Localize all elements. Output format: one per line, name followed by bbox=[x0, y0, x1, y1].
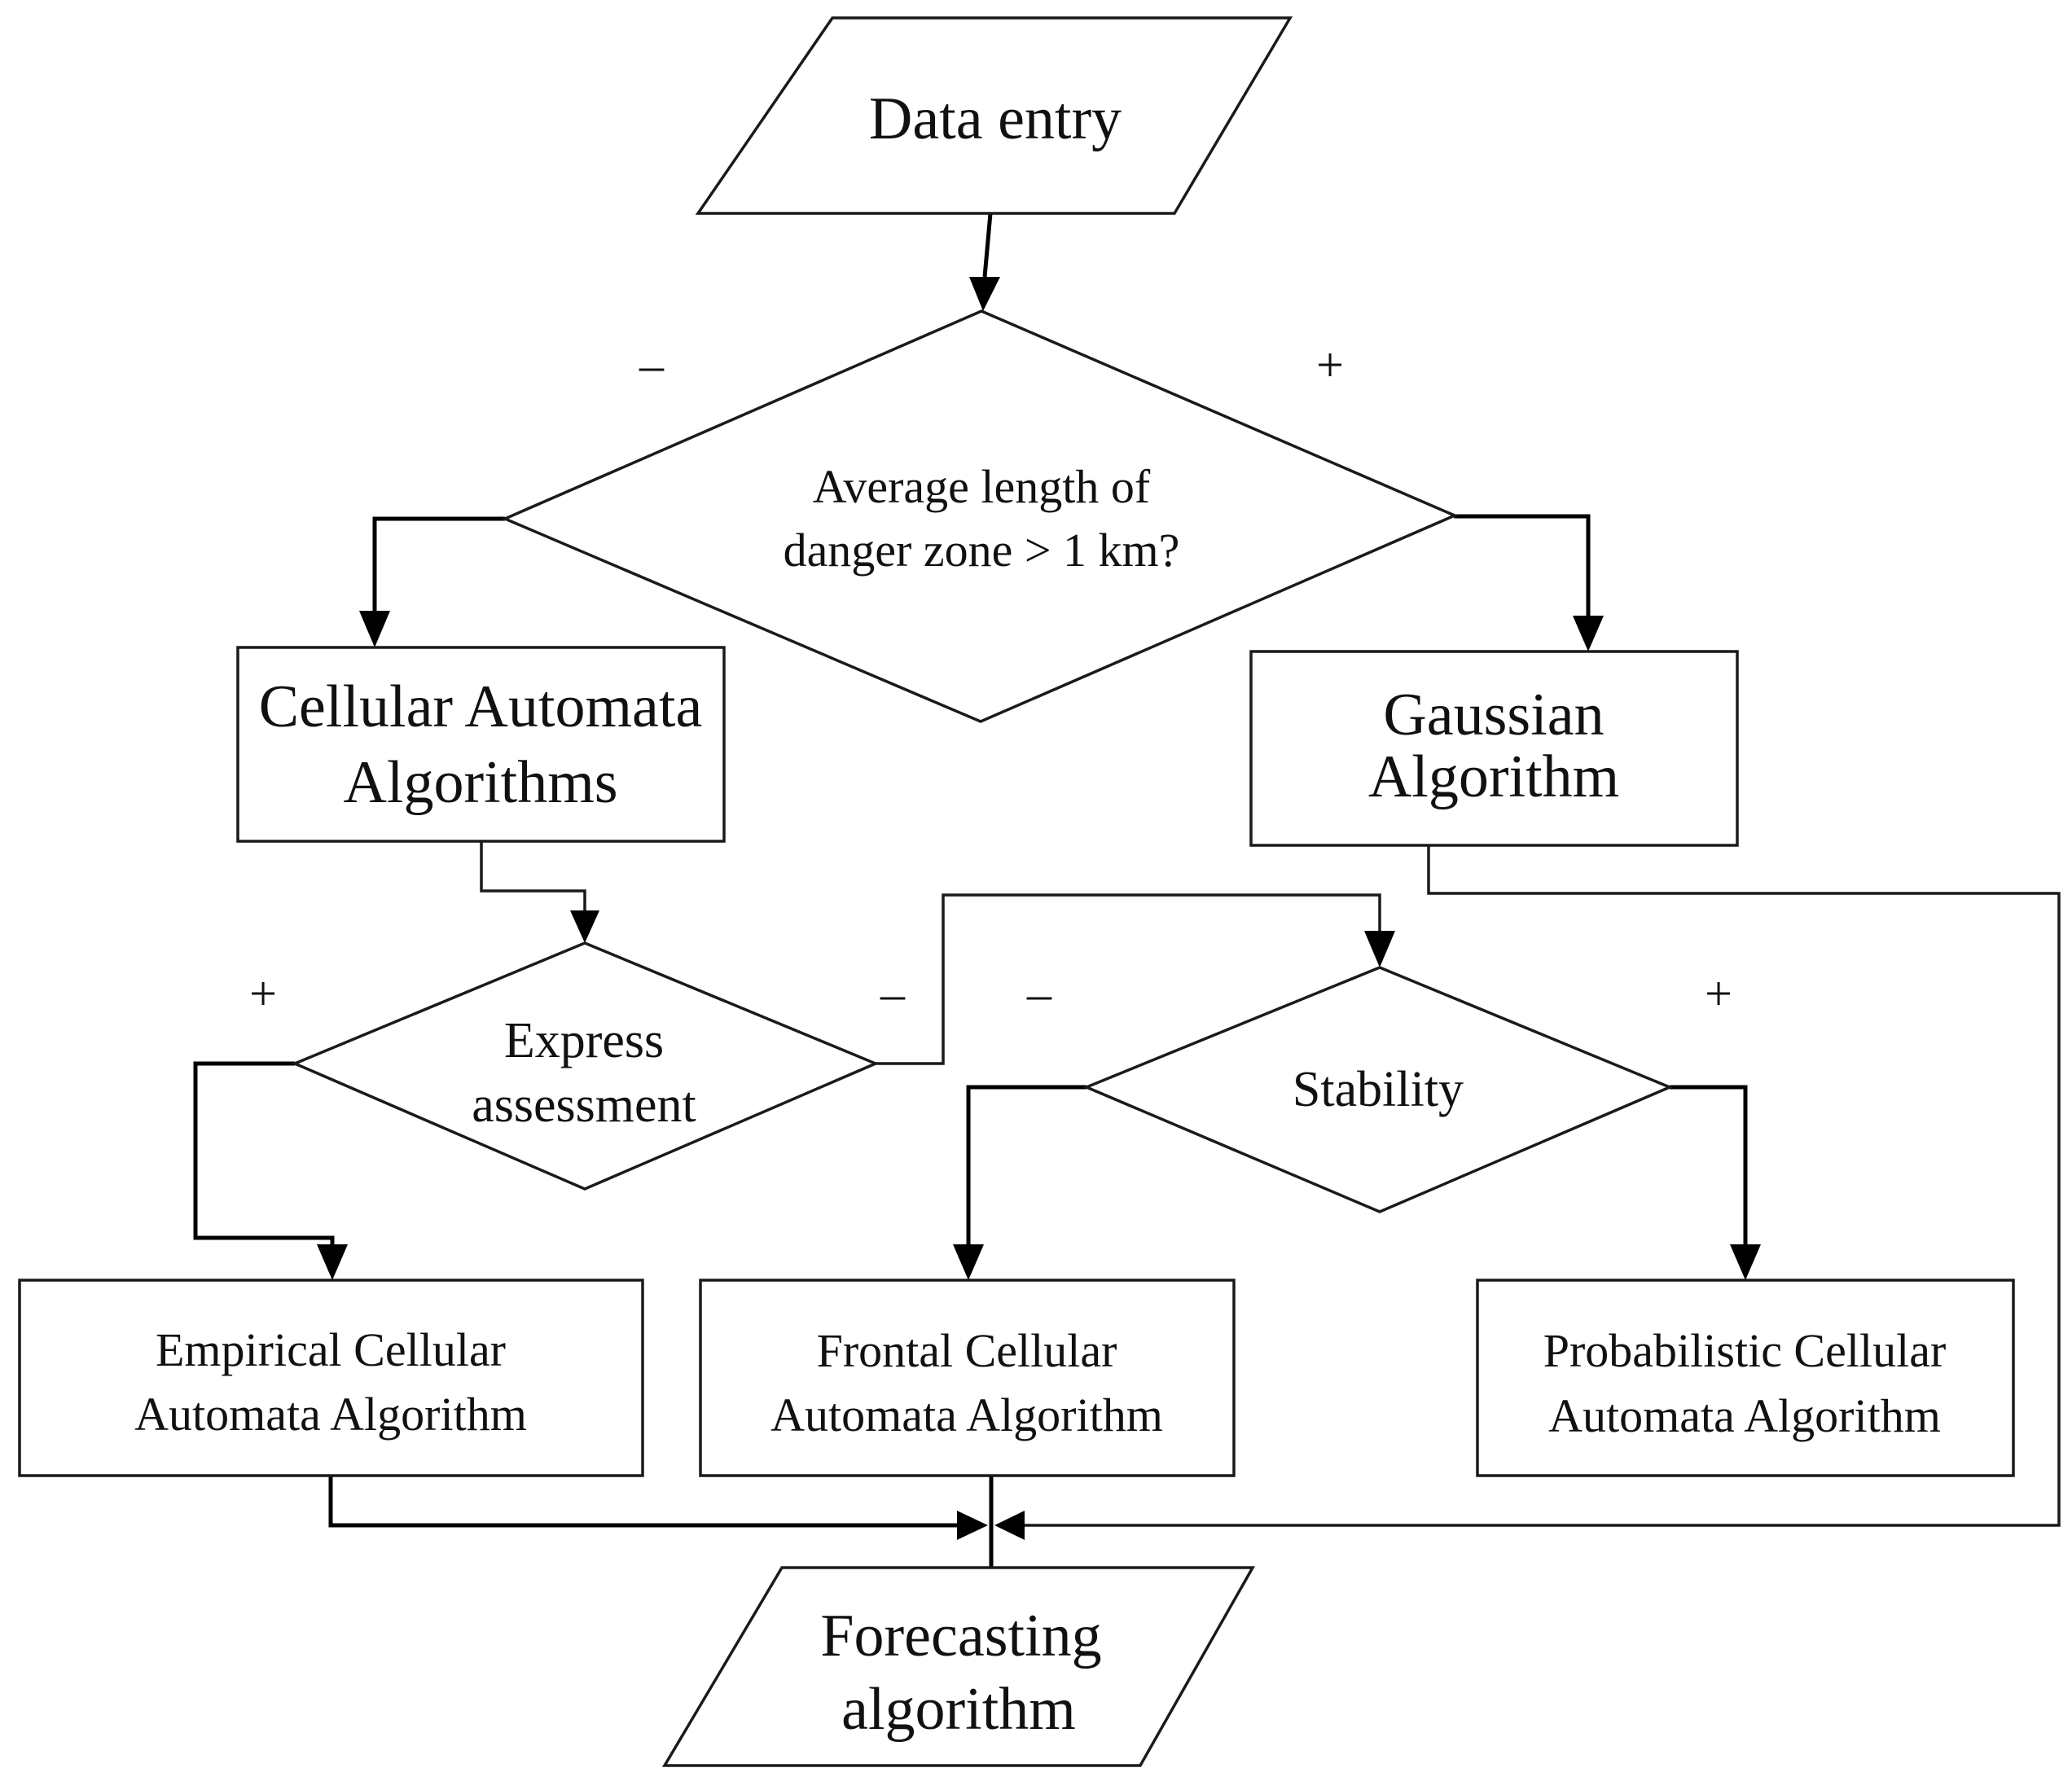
forecasting-line2: algorithm bbox=[841, 1676, 1076, 1743]
express-assessment-line1: Express bbox=[504, 1013, 664, 1068]
arrowhead-merge-right bbox=[994, 1511, 1025, 1540]
node-data-entry: Data entry bbox=[695, 16, 1293, 215]
data-entry-label: Data entry bbox=[869, 86, 1122, 152]
stability-label: Stability bbox=[1293, 1062, 1464, 1117]
node-forecasting: Forecasting algorithm bbox=[661, 1566, 1256, 1767]
edge-decision-yes-to-gaussian bbox=[1454, 514, 1591, 616]
empirical-line2: Automata Algorithm bbox=[134, 1388, 527, 1441]
edge-dataentry-to-decision bbox=[982, 213, 993, 278]
edge-decision-no-to-cellular bbox=[372, 516, 505, 611]
arrowhead-probabilistic bbox=[1730, 1244, 1761, 1280]
arrowhead-frontal bbox=[953, 1244, 984, 1280]
arrowhead-empirical bbox=[317, 1244, 348, 1280]
node-gaussian: Gaussian Algorithm bbox=[1249, 650, 1739, 847]
edge-gaussian-to-forecasting bbox=[1022, 845, 2061, 1527]
node-probabilistic: Probabilistic Cellular Automata Algorith… bbox=[1476, 1279, 2015, 1477]
frontal-line2: Automata Algorithm bbox=[770, 1388, 1163, 1441]
arrowhead-merge-left bbox=[957, 1511, 988, 1540]
node-express-assessment: Express assessment bbox=[291, 941, 880, 1191]
edge-empirical-to-forecasting bbox=[328, 1476, 957, 1528]
sign-stability-no: – bbox=[1026, 967, 1052, 1020]
arrowhead-stability bbox=[1364, 931, 1395, 967]
express-assessment-line2: assessment bbox=[472, 1077, 696, 1133]
arrowhead-gaussian bbox=[1573, 616, 1604, 651]
cellular-automata-line2: Algorithms bbox=[343, 749, 617, 816]
edge-stability-no-to-frontal bbox=[966, 1085, 1086, 1246]
sign-length-no: – bbox=[639, 338, 665, 392]
node-empirical: Empirical Cellular Automata Algorithm bbox=[18, 1279, 644, 1477]
sign-length-yes: + bbox=[1316, 338, 1344, 392]
edge-express-yes-to-empirical bbox=[193, 1061, 335, 1246]
length-decision-line2: danger zone > 1 km? bbox=[784, 524, 1180, 577]
connectors bbox=[193, 213, 2061, 1568]
arrowhead-cellular bbox=[359, 611, 390, 647]
sign-express-yes: + bbox=[249, 967, 277, 1020]
edge-express-no-to-stability bbox=[875, 893, 1381, 1065]
frontal-line1: Frontal Cellular bbox=[817, 1324, 1117, 1377]
gaussian-line2: Algorithm bbox=[1368, 744, 1619, 810]
sign-stability-yes: + bbox=[1705, 967, 1732, 1020]
probabilistic-line1: Probabilistic Cellular bbox=[1543, 1324, 1947, 1377]
empirical-line1: Empirical Cellular bbox=[156, 1323, 506, 1376]
node-length-decision: Average length of danger zone > 1 km? bbox=[501, 309, 1459, 723]
edge-cellular-to-express bbox=[480, 841, 586, 912]
probabilistic-line2: Automata Algorithm bbox=[1548, 1389, 1941, 1442]
forecasting-line1: Forecasting bbox=[820, 1603, 1101, 1669]
edge-stability-yes-to-probabilistic bbox=[1670, 1085, 1748, 1246]
sign-express-no: – bbox=[880, 967, 906, 1020]
gaussian-line1: Gaussian bbox=[1383, 682, 1604, 748]
node-frontal: Frontal Cellular Automata Algorithm bbox=[699, 1279, 1236, 1477]
length-decision-line1: Average length of bbox=[813, 460, 1151, 513]
branch-signs: – + + – – + bbox=[249, 338, 1732, 1020]
arrowhead-decision bbox=[969, 277, 1000, 311]
cellular-automata-line1: Cellular Automata bbox=[259, 673, 703, 740]
node-cellular-automata: Cellular Automata Algorithms bbox=[236, 646, 726, 843]
arrowhead-express bbox=[570, 910, 599, 943]
node-stability: Stability bbox=[1082, 966, 1674, 1213]
